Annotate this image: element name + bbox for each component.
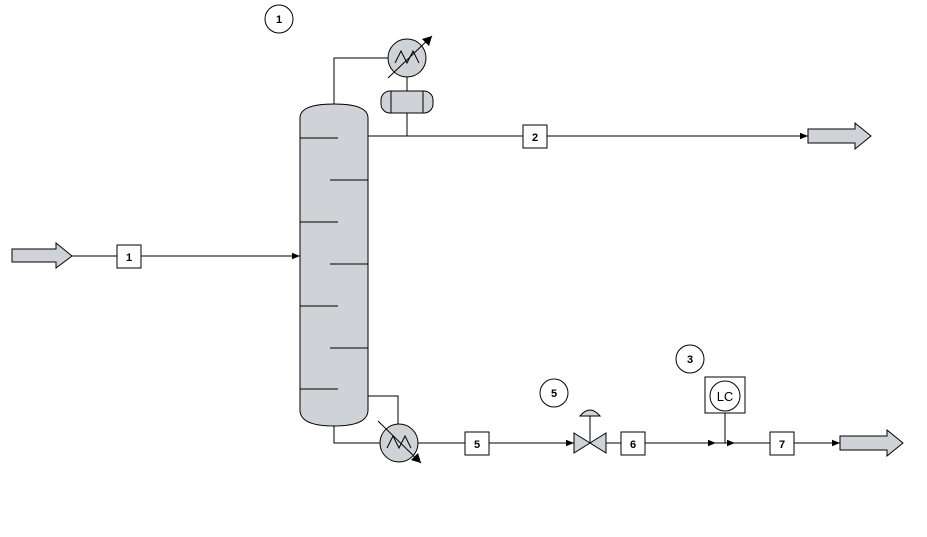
svg-text:3: 3 [687, 354, 693, 366]
svg-text:6: 6 [630, 439, 636, 451]
feed-inlet-arrow[interactable] [11, 241, 73, 269]
unit-label-column[interactable]: 1 [264, 4, 294, 34]
svg-text:5: 5 [551, 388, 557, 400]
stream-label-product[interactable]: 7 [769, 431, 795, 456]
reflux-drum[interactable] [380, 90, 434, 114]
stream-label-bottoms[interactable]: 5 [464, 431, 490, 456]
unit-label-valve[interactable]: 5 [539, 378, 569, 408]
stream-label-feed[interactable]: 1 [116, 244, 142, 269]
overhead-vapor-line [333, 57, 388, 104]
svg-text:2: 2 [532, 132, 538, 144]
control-valve[interactable] [573, 409, 607, 454]
svg-text:1: 1 [126, 252, 132, 264]
product-outlet-arrow[interactable] [839, 428, 904, 458]
reboiler-heat-exchanger[interactable] [377, 420, 422, 464]
svg-text:1: 1 [276, 14, 282, 26]
svg-text:5: 5 [474, 439, 480, 451]
level-controller[interactable]: LC [704, 376, 746, 443]
stream-label-after-valve[interactable]: 6 [620, 431, 646, 456]
svg-text:7: 7 [779, 439, 785, 451]
unit-label-control[interactable]: 3 [675, 344, 705, 374]
column-trays [300, 137, 368, 390]
level-controller-label: LC [717, 389, 734, 404]
column-to-reboiler-line [368, 395, 399, 424]
distillation-column[interactable] [299, 103, 369, 427]
reboiler-return-line [333, 426, 380, 444]
stream-label-distillate[interactable]: 2 [522, 124, 548, 149]
distillate-outlet-arrow[interactable] [807, 121, 872, 151]
condenser-heat-exchanger[interactable] [387, 35, 433, 79]
